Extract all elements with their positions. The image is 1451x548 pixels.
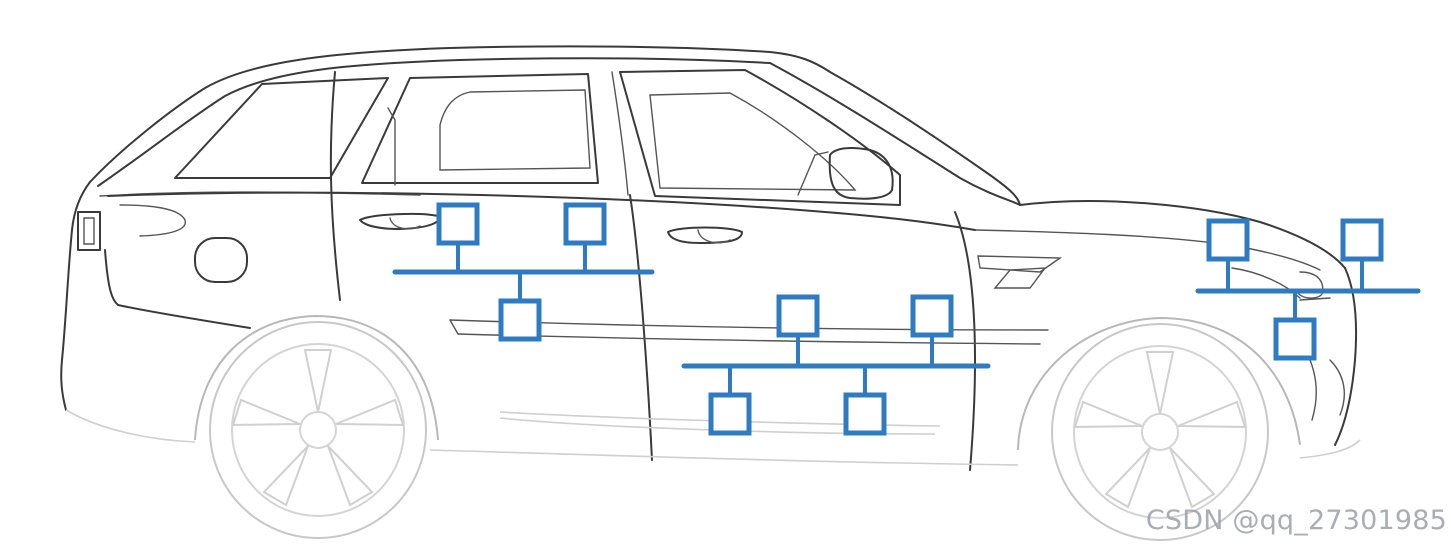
net-door-front xyxy=(684,297,988,433)
ecu-node xyxy=(566,205,604,243)
rear-wheel xyxy=(210,322,426,538)
ecu-node xyxy=(711,395,749,433)
ecu-node xyxy=(1209,221,1247,259)
ecu-node xyxy=(501,301,539,339)
networks-layer xyxy=(395,205,1418,433)
ecu-node xyxy=(846,395,884,433)
ecu-node xyxy=(1276,320,1314,358)
ecu-node xyxy=(439,205,477,243)
ecu-node xyxy=(779,297,817,335)
net-door-rear xyxy=(395,205,652,339)
ecu-node xyxy=(913,297,951,335)
ecu-node xyxy=(1343,221,1381,259)
watermark: CSDN @qq_27301985 xyxy=(1146,505,1447,536)
